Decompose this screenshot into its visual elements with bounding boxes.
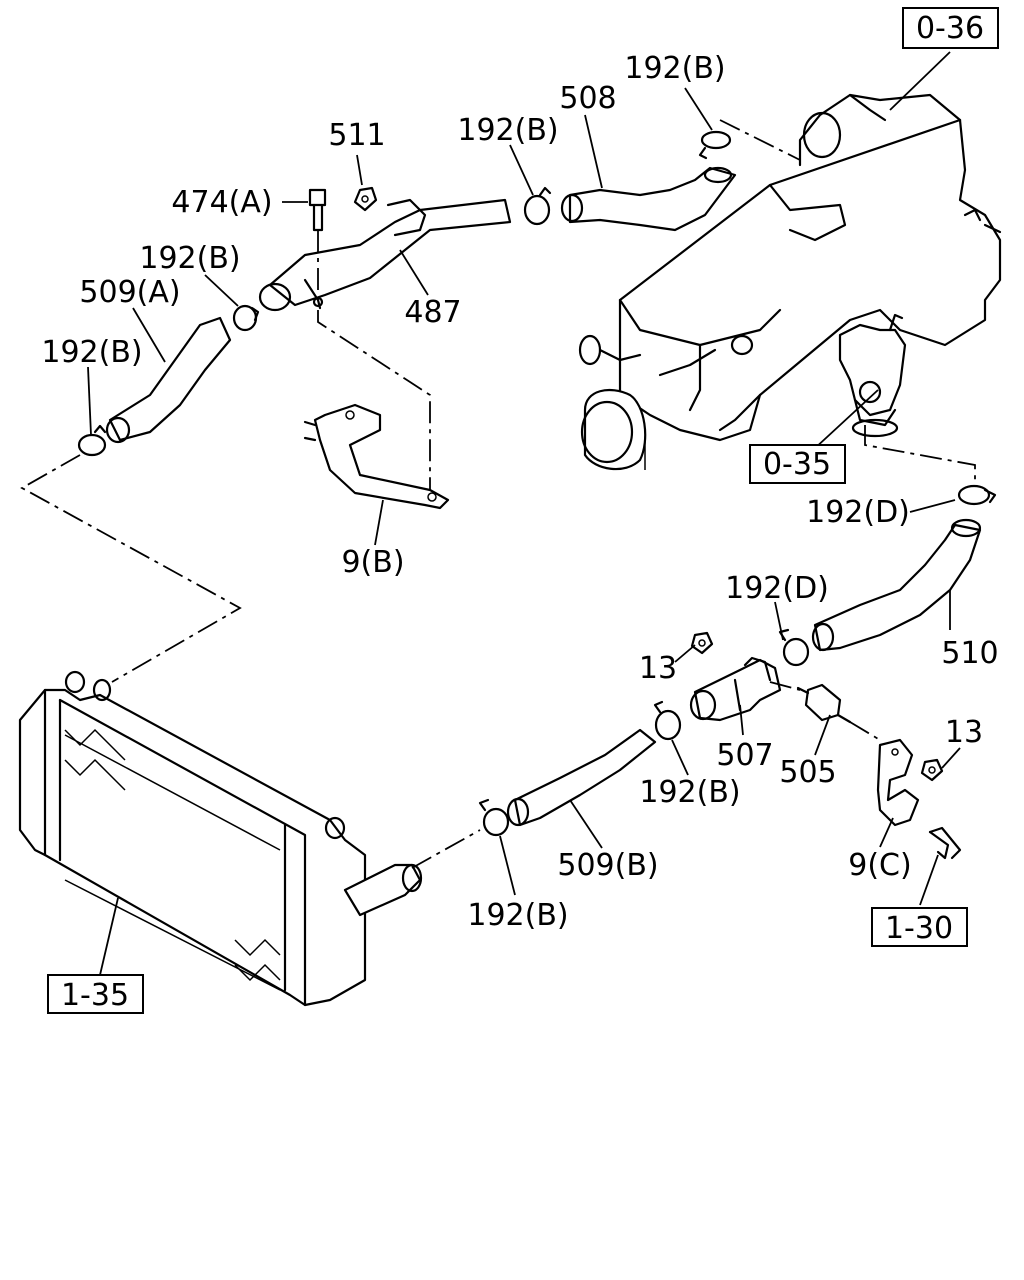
callout-509a: 509(A)	[79, 275, 180, 310]
callout-192b-left-lower: 192(B)	[41, 335, 142, 370]
callout-1-35: 1-35	[61, 978, 129, 1013]
clamp-192b-mid-drawing	[523, 186, 552, 226]
clamp-192b-bottom-drawing	[478, 798, 510, 837]
sensor-505-drawing	[796, 683, 852, 724]
leader-lines	[87, 51, 961, 976]
bracket-9b-drawing	[303, 403, 450, 510]
callout-487: 487	[404, 295, 461, 330]
housing-507-drawing	[689, 656, 782, 722]
callout-192d-upper: 192(D)	[806, 495, 910, 530]
clamp-192d-lower-drawing	[778, 628, 810, 667]
callout-labels: 0-36 192(B) 508 192(B) 511 474(A) 192(B)…	[41, 7, 999, 1014]
callout-0-36: 0-36	[916, 11, 984, 46]
ref-box-0-36	[902, 7, 999, 49]
callout-510: 510	[941, 636, 998, 671]
pipe-487-drawing	[258, 198, 512, 312]
bolt-1-30-drawing	[928, 826, 962, 860]
hose-509b-drawing	[506, 728, 657, 827]
hose-508-drawing	[560, 166, 737, 232]
hose-509a-drawing	[105, 316, 232, 444]
callout-509b: 509(B)	[557, 848, 658, 883]
callout-192b-left-upper: 192(B)	[139, 241, 240, 276]
callout-192b-top: 192(B)	[624, 51, 725, 86]
nut-511-drawing	[353, 186, 378, 212]
callout-13-right: 13	[945, 715, 983, 750]
bracket-9c-drawing	[876, 738, 920, 827]
engine-block-drawing	[578, 93, 1002, 471]
intercooler-drawing	[18, 670, 423, 1007]
callout-505: 505	[779, 755, 836, 790]
callout-192b-mid: 192(B)	[457, 113, 558, 148]
callout-192b-right: 192(B)	[639, 775, 740, 810]
nut-13-right-drawing	[920, 758, 944, 782]
ref-box-1-30	[871, 907, 968, 947]
thermostat-housing-drawing	[838, 313, 907, 438]
ref-box-0-35	[749, 444, 846, 484]
nut-13-left-drawing	[690, 631, 714, 655]
callout-13-left: 13	[639, 651, 677, 686]
phantom-lines	[20, 119, 976, 869]
callout-474a: 474(A)	[171, 185, 272, 220]
callout-9b: 9(B)	[341, 545, 404, 580]
ref-box-1-35	[47, 974, 144, 1014]
callout-192b-bottom: 192(B)	[467, 898, 568, 933]
clamp-192d-upper-drawing	[957, 484, 997, 506]
clamp-192b-left-upper-drawing	[232, 304, 260, 332]
callout-507: 507	[716, 738, 773, 773]
clamp-192b-left-lower-drawing	[77, 424, 107, 457]
hose-510-drawing	[811, 518, 982, 652]
callout-511: 511	[328, 118, 385, 153]
clamp-192b-top-drawing	[698, 130, 732, 160]
callout-9c: 9(C)	[848, 848, 911, 883]
callout-1-30: 1-30	[885, 911, 953, 946]
callout-192d-lower: 192(D)	[725, 571, 829, 606]
callout-508: 508	[559, 81, 616, 116]
bolt-474a-drawing	[308, 188, 327, 232]
callout-0-35: 0-35	[763, 447, 831, 482]
clamp-192b-right-drawing	[653, 700, 682, 741]
